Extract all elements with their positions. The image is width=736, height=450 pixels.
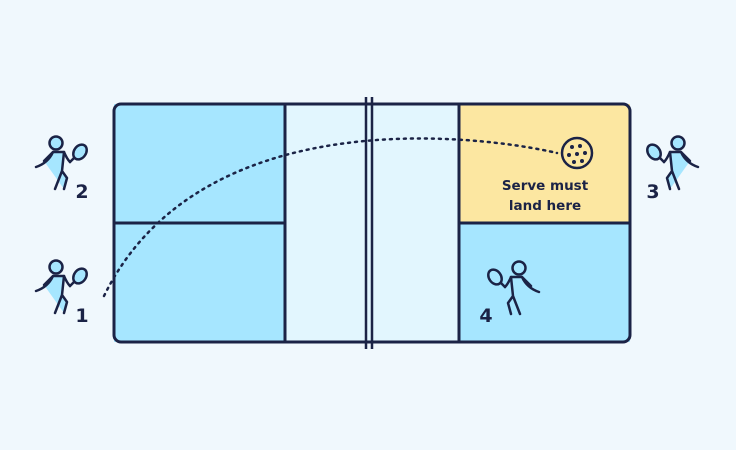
player-2: 2 bbox=[34, 135, 91, 203]
player-3-number: 3 bbox=[646, 181, 659, 203]
player-4: 4 bbox=[479, 260, 541, 327]
player-4-number: 4 bbox=[479, 305, 492, 327]
serve-trajectory bbox=[102, 137, 559, 298]
left-service-box-top bbox=[114, 104, 285, 223]
serve-label-line-1: Serve must bbox=[502, 178, 589, 194]
left-kitchen-zone bbox=[285, 104, 369, 342]
player-2-number: 2 bbox=[75, 181, 88, 203]
player-1-number: 1 bbox=[75, 305, 88, 327]
player-3: 3 bbox=[643, 135, 700, 203]
serve-label-line-2: land here bbox=[509, 198, 581, 214]
right-service-box-bottom bbox=[459, 223, 630, 342]
net bbox=[364, 97, 374, 349]
left-service-box-bottom bbox=[114, 223, 285, 342]
pickleball-icon bbox=[560, 136, 594, 170]
court bbox=[112, 97, 632, 349]
player-1: 1 bbox=[34, 259, 91, 327]
target-service-box bbox=[459, 104, 630, 223]
right-kitchen-zone bbox=[369, 104, 459, 342]
